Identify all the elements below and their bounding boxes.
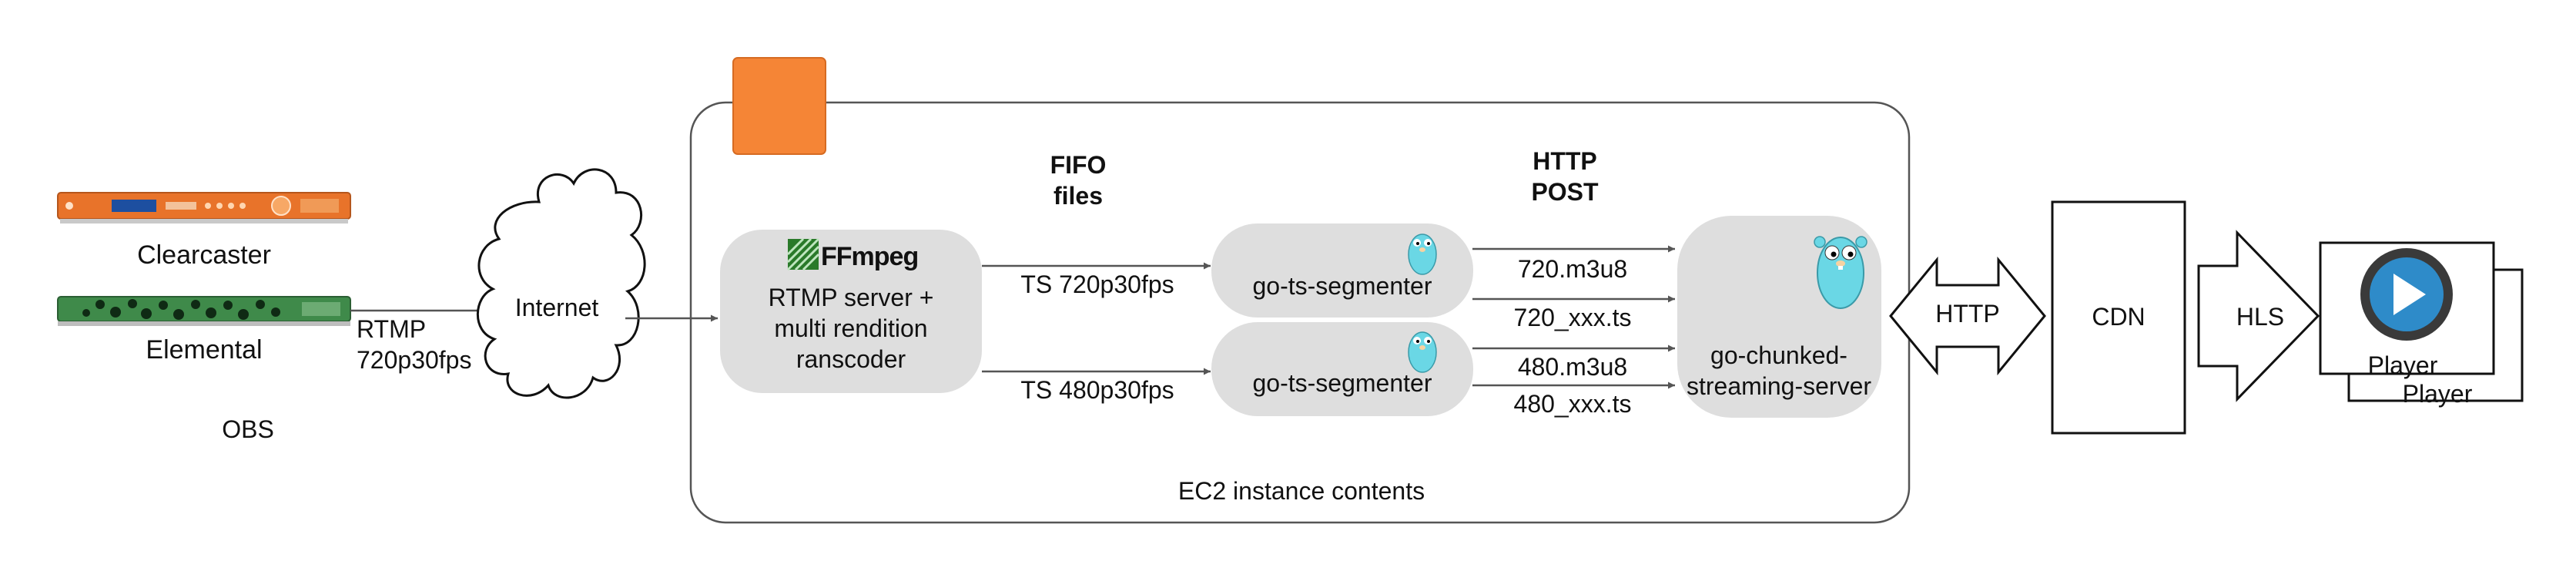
cdn-label: CDN — [2092, 303, 2146, 331]
ec2-caption: EC2 instance contents — [1177, 477, 1425, 505]
http-post-label-line2: POST — [1531, 178, 1599, 206]
gopher-icon-server — [1814, 236, 1868, 309]
m3u8-720-label: 720.m3u8 — [1517, 255, 1628, 283]
hls-arrow — [2197, 230, 2320, 402]
http-double-arrow — [1889, 256, 2046, 376]
fifo-label-line2: files — [1053, 182, 1104, 210]
server-label-line2: streaming-server — [1686, 372, 1872, 400]
ts-480-file-label: 480_xxx.ts — [1513, 390, 1632, 418]
player-back-label: Player — [2402, 380, 2473, 408]
segmenter-top-label: go-ts-segmenter — [1252, 272, 1432, 300]
rtmp-label-line2: 720p30fps — [357, 346, 472, 374]
rtmp-label-line1: RTMP — [357, 315, 427, 343]
ts-480-label: TS 480p30fps — [1020, 376, 1174, 404]
segmenter-bottom-label: go-ts-segmenter — [1252, 369, 1432, 397]
internet-label: Internet — [514, 294, 599, 321]
hls-label: HLS — [2236, 303, 2285, 331]
clearcaster-device-icon — [57, 192, 351, 223]
m3u8-480-label: 480.m3u8 — [1517, 353, 1628, 381]
elemental-device-icon — [57, 296, 351, 326]
aws-ec2-icon — [732, 57, 826, 155]
http-post-label-line1: HTTP — [1533, 147, 1597, 175]
elemental-label: Elemental — [146, 335, 263, 365]
gopher-icon-top — [1408, 234, 1437, 275]
ffmpeg-label-line1: RTMP server + — [768, 284, 934, 311]
play-button-icon — [2360, 248, 2453, 341]
ts-720-file-label: 720_xxx.ts — [1513, 304, 1632, 331]
internet-cloud-icon — [477, 168, 646, 399]
player-front-label: Player — [2367, 351, 2438, 379]
ffmpeg-label-line3: ranscoder — [796, 345, 906, 373]
fifo-label-line1: FIFO — [1050, 151, 1107, 179]
http-label: HTTP — [1935, 300, 2000, 328]
ffmpeg-node — [720, 230, 982, 393]
ffmpeg-label-line2: multi rendition — [774, 314, 928, 342]
cdn-box — [2051, 200, 2186, 435]
server-label-line1: go-chunked- — [1710, 341, 1847, 369]
ffmpeg-logo-icon — [786, 237, 820, 271]
clearcaster-label: Clearcaster — [137, 240, 271, 270]
obs-label: OBS — [222, 415, 274, 443]
gopher-icon-bottom — [1408, 331, 1437, 373]
ffmpeg-logo-text: FFmpeg — [821, 242, 919, 271]
ts-720-label: TS 720p30fps — [1020, 271, 1174, 298]
